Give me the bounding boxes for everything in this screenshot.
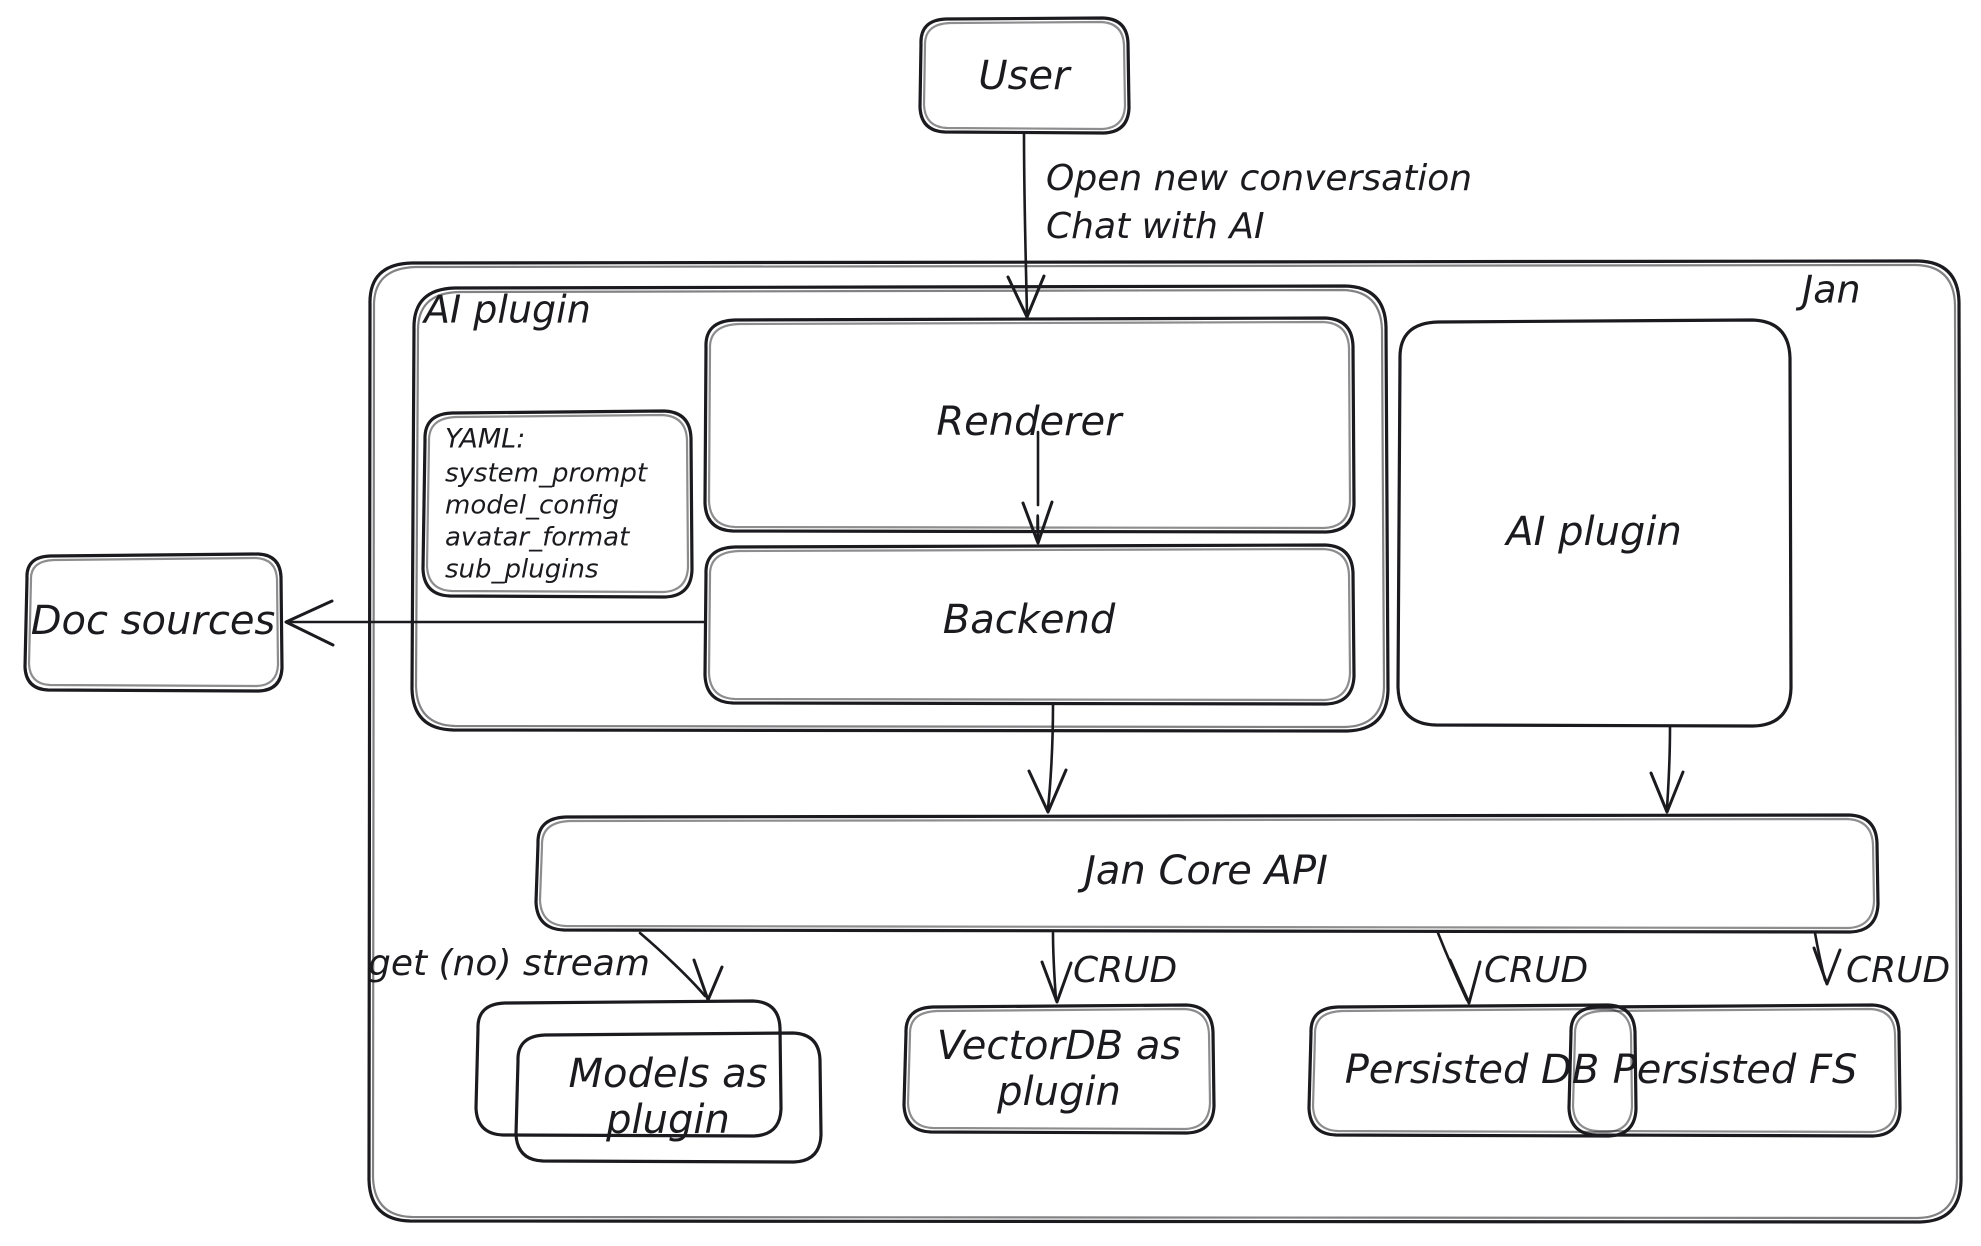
container-ai-plugin-group: AI plugin — [410, 284, 1390, 733]
node-label-vectordb-as-plugin-line2: plugin — [996, 1069, 1121, 1115]
node-label-renderer: Renderer — [936, 399, 1124, 445]
node-models-as-plugin[interactable]: Models as plugin — [474, 999, 823, 1164]
node-persisted-fs[interactable]: Persisted FS — [1567, 1003, 1902, 1138]
node-label-jan-core-api: Jan Core API — [1077, 848, 1328, 894]
node-label-models-as-plugin-line2: plugin — [605, 1097, 730, 1143]
edge-label-user-to-renderer-line2: Chat with AI — [1046, 206, 1265, 247]
container-jan: Jan — [367, 259, 1963, 1224]
node-label-persisted-fs: Persisted FS — [1613, 1047, 1858, 1093]
node-label-backend: Backend — [943, 597, 1116, 643]
node-backend[interactable]: Backend — [703, 543, 1356, 706]
edge-core-to-persisted-fs: CRUD — [1812, 931, 1950, 991]
yaml-heading: YAML: — [445, 424, 525, 455]
container-label-ai-plugin-group: AI plugin — [421, 288, 591, 332]
edge-label-crud-vectordb: CRUD — [1073, 950, 1177, 991]
node-persisted-db[interactable]: Persisted DB — [1307, 1003, 1638, 1138]
edge-label-crud-persisted-fs: CRUD — [1846, 950, 1950, 991]
node-label-ai-plugin: AI plugin — [1503, 509, 1682, 555]
edge-label-get-no-stream: get (no) stream — [368, 943, 650, 984]
node-vectordb-as-plugin[interactable]: VectorDB as plugin — [902, 1003, 1216, 1135]
node-label-models-as-plugin-line1: Models as — [568, 1051, 767, 1097]
edge-label-crud-persisted-db: CRUD — [1484, 950, 1588, 991]
node-jan-core-api[interactable]: Jan Core API — [534, 813, 1880, 934]
edge-core-to-persisted-db: CRUD — [1436, 931, 1588, 1005]
node-ai-plugin[interactable]: AI plugin — [1396, 318, 1793, 728]
node-label-doc-sources: Doc sources — [31, 598, 276, 644]
yaml-item-sub-plugins: sub_plugins — [445, 555, 599, 585]
node-label-user: User — [978, 53, 1072, 99]
node-user[interactable]: User — [918, 16, 1131, 135]
yaml-item-system-prompt: system_prompt — [445, 459, 648, 489]
edge-ai-plugin-to-jan-core-api — [1649, 725, 1685, 814]
yaml-item-avatar-format: avatar_format — [445, 523, 630, 553]
edge-user-to-renderer: Open new conversation Chat with AI — [1006, 132, 1472, 319]
edge-backend-to-doc-sources — [284, 599, 706, 647]
edge-renderer-to-backend — [1021, 430, 1054, 545]
edge-backend-to-jan-core-api — [1027, 703, 1068, 814]
edge-core-to-models: get (no) stream — [368, 931, 724, 1002]
card-yaml-config: YAML: system_prompt model_config avatar_… — [421, 409, 694, 599]
node-label-vectordb-as-plugin-line1: VectorDB as — [937, 1023, 1182, 1069]
node-doc-sources[interactable]: Doc sources — [23, 552, 284, 693]
node-renderer[interactable]: Renderer — [703, 316, 1356, 534]
edge-core-to-vectordb: CRUD — [1040, 931, 1177, 1004]
edge-label-user-to-renderer-line1: Open new conversation — [1046, 158, 1472, 199]
yaml-item-model-config: model_config — [445, 491, 619, 521]
node-label-persisted-db: Persisted DB — [1345, 1047, 1600, 1093]
container-label-jan: Jan — [1795, 268, 1861, 312]
